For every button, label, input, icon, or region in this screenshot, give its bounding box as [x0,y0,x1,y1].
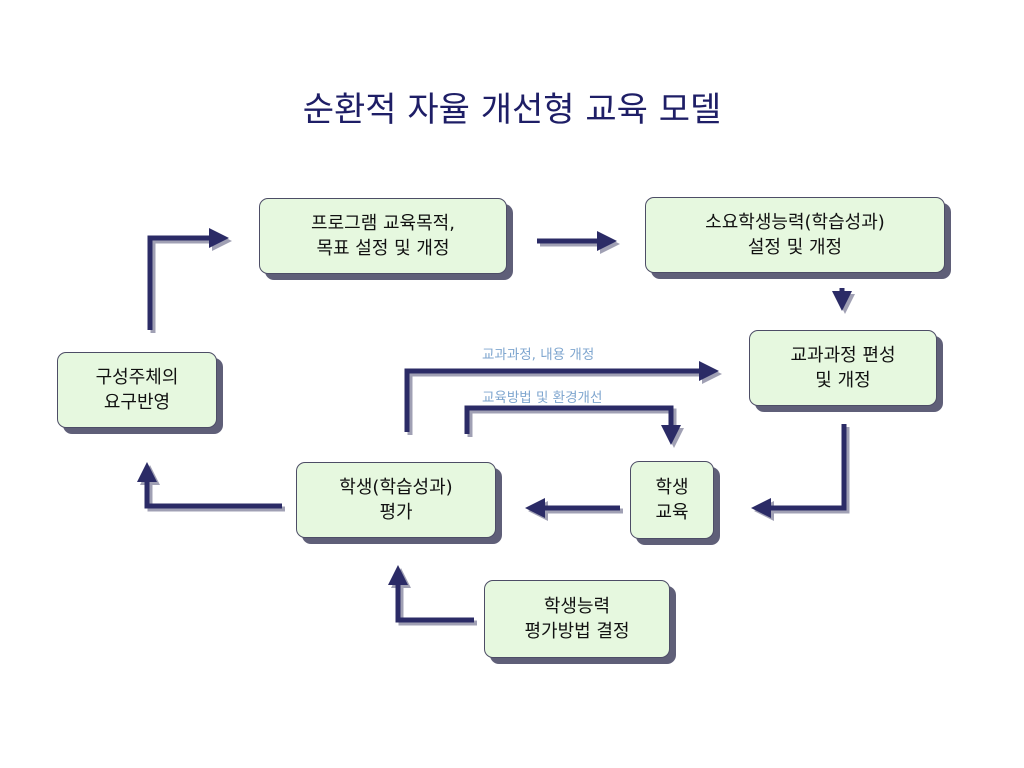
label-curriculum-revision: 교과과정, 내용 개정 [482,347,595,363]
box-student-education: 학생 교육 [630,461,714,539]
diagram-title: 순환적 자율 개선형 교육 모델 [302,90,722,130]
box-stakeholder-needs: 구성주체의 요구반영 [57,352,217,428]
arrow-method-to-evaluation [388,565,474,623]
arrow-needs-to-goals [147,228,229,330]
box-required-competence: 소요학생능력(학습성과) 설정 및 개정 [645,197,945,273]
box-student-education-text: 학생 교육 [655,477,689,523]
box-curriculum-text: 교과과정 편성 및 개정 [790,345,896,391]
box-stakeholder-needs-text: 구성주체의 요구반영 [95,367,179,413]
box-program-goals-text: 프로그램 교육목적, 목표 설정 및 개정 [311,213,455,259]
arrow-curriculum-to-education [751,424,847,518]
box-program-goals: 프로그램 교육목적, 목표 설정 및 개정 [259,198,507,274]
arrow-evaluation-to-education [464,405,681,445]
label-method-improvement: 교육방법 및 환경개선 [482,390,603,406]
box-student-evaluation-text: 학생(학습성과) 평가 [339,477,453,523]
box-evaluation-method-text: 학생능력 평가방법 결정 [524,596,630,642]
box-evaluation-method: 학생능력 평가방법 결정 [484,580,670,658]
box-curriculum: 교과과정 편성 및 개정 [749,330,937,406]
arrow-evaluation-to-needs [137,462,282,509]
box-required-competence-text: 소요학생능력(학습성과) 설정 및 개정 [705,212,885,258]
arrow-evaluation-to-curriculum [404,361,719,432]
box-student-evaluation: 학생(학습성과) 평가 [296,462,496,538]
